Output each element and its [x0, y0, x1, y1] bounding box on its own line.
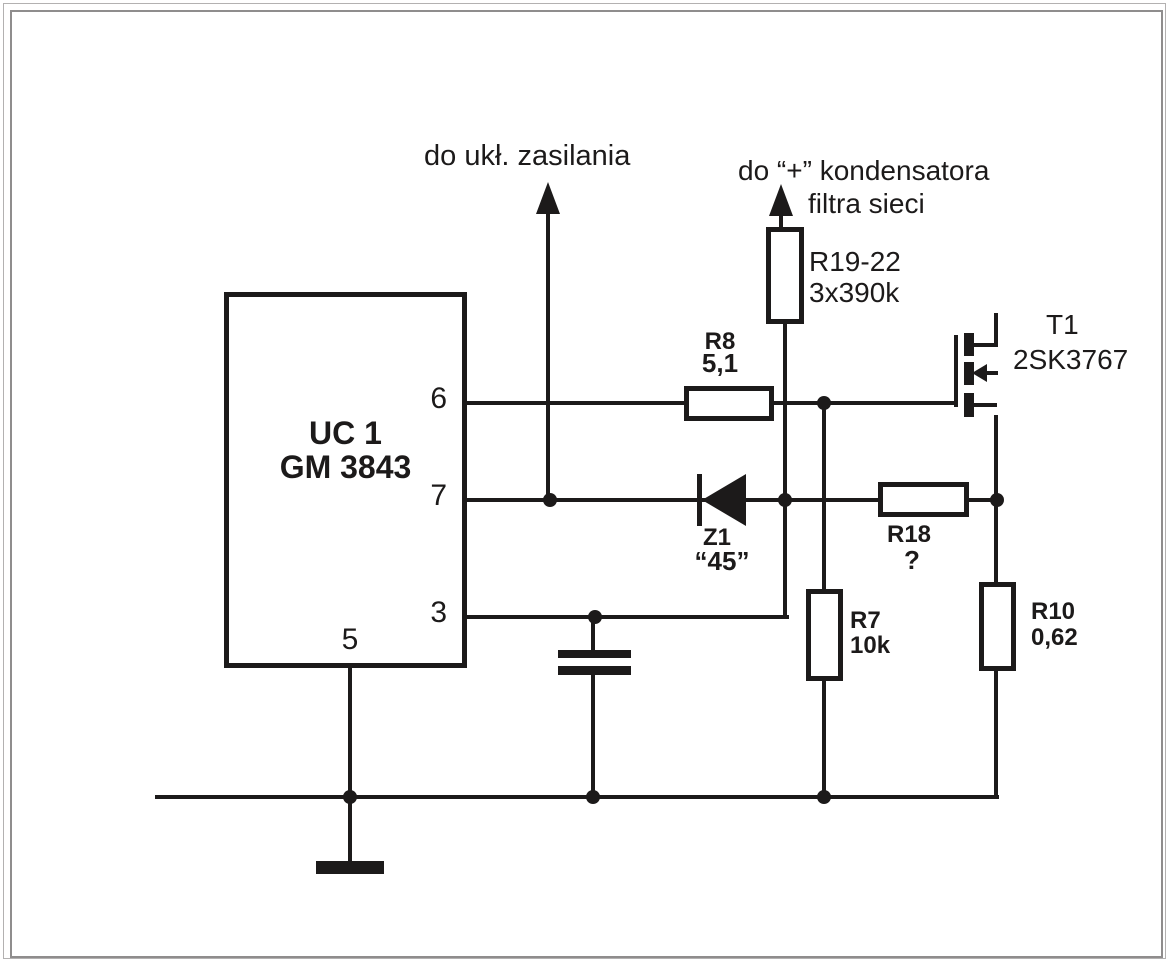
r10-bottom-lead: [994, 668, 998, 799]
mosfet-gate-bar: [954, 335, 958, 407]
ic-pin7-label: 7: [430, 479, 447, 512]
t1-name: T1: [1046, 309, 1079, 340]
r8-name: R8: [704, 328, 736, 355]
ic-designator: UC 1: [309, 415, 382, 451]
ic-pin6-label: 6: [430, 382, 447, 415]
z1-value: “45”: [694, 546, 750, 576]
ic-part-number: GM 3843: [279, 449, 412, 485]
r18-right-wire: [966, 498, 998, 502]
r7-value: 10k: [850, 632, 891, 659]
t1-part: 2SK3767: [1013, 344, 1129, 375]
junction-dot: [543, 493, 557, 507]
ground-symbol: [316, 861, 384, 874]
junction-dot: [817, 790, 831, 804]
r19-22-value: 3x390k: [809, 277, 900, 308]
cap-out-label-line1: do “+” kondensatora: [738, 155, 990, 186]
zener-cathode-bar: [697, 474, 702, 526]
mosfet-source-wire: [967, 403, 997, 407]
ic-pin3-label: 3: [430, 596, 447, 629]
r19-22-name: R19-22: [809, 246, 901, 277]
pin7-wire: [463, 498, 880, 502]
zener-triangle: [702, 474, 746, 526]
pin3-wire: [463, 615, 789, 619]
resistor-r10: [979, 582, 1016, 671]
r10-name: R10: [1031, 598, 1076, 625]
power-out-label: do ukł. zasilania: [424, 140, 631, 172]
r10-value: 0,62: [1031, 624, 1078, 651]
ground-rail: [155, 795, 999, 799]
r18-name: R18: [887, 521, 932, 548]
drain-lead: [994, 313, 998, 347]
ground-lead: [348, 795, 352, 863]
capacitor-plate-top: [558, 650, 631, 658]
resistor-r19-22: [766, 227, 804, 324]
r7-bottom-lead: [822, 678, 826, 799]
r19-to-pin3-wire: [783, 322, 787, 619]
cap-out-arrowhead-icon: [769, 184, 793, 216]
resistor-r18: [878, 482, 969, 517]
z1-name: Z1: [702, 524, 731, 551]
cap-out-wire: [779, 215, 783, 231]
junction-dot: [817, 396, 831, 410]
junction-dot: [588, 610, 602, 624]
capacitor-plate-bottom: [558, 666, 631, 675]
r7-name: R7: [850, 607, 881, 634]
mosfet-body-wire: [984, 371, 998, 375]
cap-out-label-line2: filtra sieci: [808, 188, 925, 219]
junction-dot: [778, 493, 792, 507]
mosfet-drain-wire: [967, 343, 997, 347]
junction-dot: [990, 493, 1004, 507]
r7-top-lead: [822, 403, 826, 592]
mosfet-channel-mid: [964, 362, 974, 385]
ic-pin5-label: 5: [341, 623, 359, 656]
power-out-arrowhead-icon: [536, 182, 560, 214]
pin5-lead: [348, 665, 352, 797]
r8-value: 5,1: [701, 348, 739, 378]
resistor-r8: [684, 386, 774, 421]
resistor-r7: [806, 589, 843, 681]
junction-dot: [343, 790, 357, 804]
cap-bottom-lead: [591, 673, 595, 797]
junction-dot: [586, 790, 600, 804]
mosfet-body-arrow-icon: [972, 364, 987, 382]
ic-uc1-box: [224, 292, 467, 668]
r18-value: ?: [904, 545, 920, 575]
power-out-wire: [546, 214, 550, 502]
cap-top-lead: [591, 617, 595, 653]
